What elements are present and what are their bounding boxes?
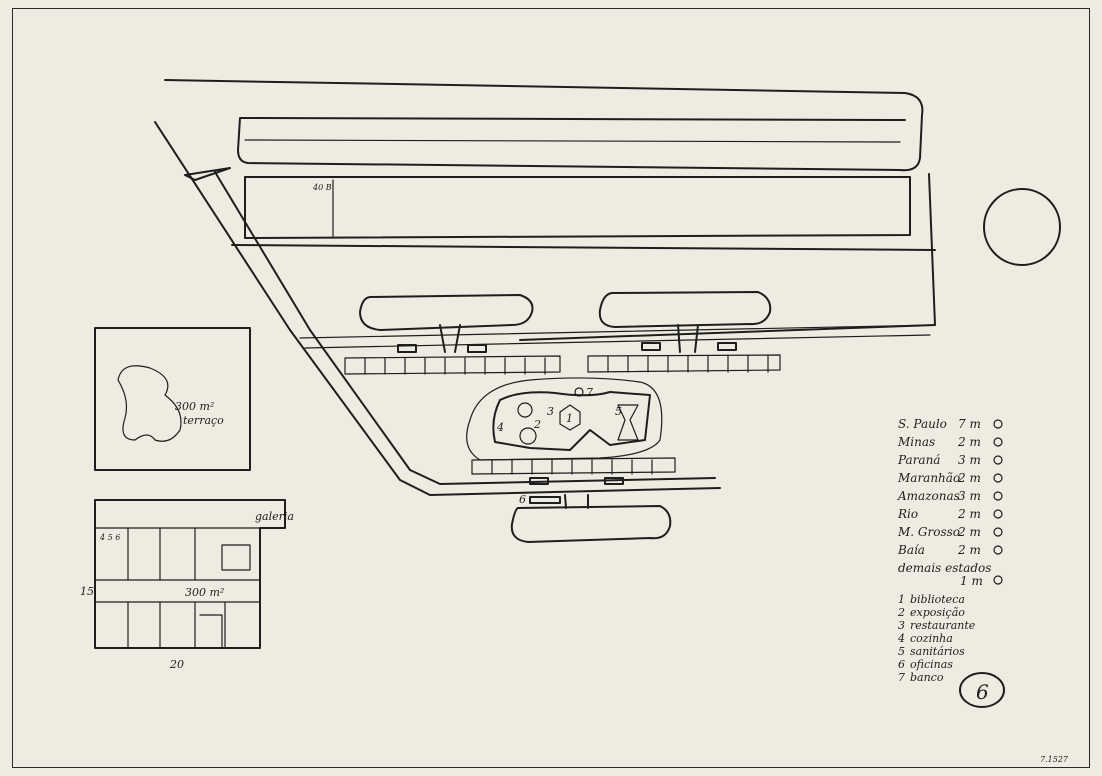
floor-area-label: 300 m² <box>185 586 224 599</box>
inset-terrace-sublabel: terraço <box>183 414 224 427</box>
state-marker-2 <box>993 455 1003 465</box>
state-marker-8 <box>993 575 1003 585</box>
exhibition-row-dividers <box>364 355 769 375</box>
exhibition-row-right <box>587 354 781 373</box>
main-axis-road <box>299 324 936 339</box>
inset-terrace-area: 300 m² <box>175 400 214 413</box>
complex-circle-2 <box>519 427 537 445</box>
state-size-1: 2 m <box>957 435 981 449</box>
state-name-3: Maranhão <box>897 471 960 485</box>
inset-terrace <box>94 327 251 471</box>
state-name-2: Paraná <box>897 453 940 467</box>
legend-text-3: cozinha <box>910 632 953 645</box>
state-marker-7 <box>993 545 1003 555</box>
legend-num-3: 4 <box>897 632 905 645</box>
bus-stop-right <box>641 342 737 351</box>
dim-bottom-label: 20 <box>169 658 184 671</box>
zone-7-label: 7 <box>586 386 593 399</box>
exhibition-row-lower-dividers <box>491 459 653 475</box>
second-building <box>244 176 911 239</box>
state-name-0: S. Paulo <box>898 417 947 431</box>
state-name-6: M. Grosso <box>897 525 960 539</box>
complex-hex <box>559 404 581 431</box>
state-name-8: demais estados <box>898 561 991 575</box>
right-service-road-inner <box>231 244 936 251</box>
road-entry <box>184 167 231 181</box>
state-marker-3 <box>993 473 1003 483</box>
inset-floorplan-rooms <box>94 527 261 649</box>
legend-num-0: 1 <box>898 593 905 606</box>
legend-num-4: 5 <box>898 645 905 658</box>
state-name-7: Baía <box>897 543 925 557</box>
sheet-number-circle <box>959 672 1005 708</box>
drawing-frame <box>12 8 1090 768</box>
complex-hourglass <box>617 404 639 441</box>
legend-text-4: sanitários <box>910 645 965 658</box>
dim-side-label: 15 <box>80 585 94 598</box>
lower-stop <box>529 477 624 504</box>
mini-label: 4 5 6 <box>99 533 120 542</box>
state-size-4: 3 m <box>958 489 981 503</box>
top-long-building <box>164 79 924 172</box>
pavilion-left-stem <box>439 324 461 353</box>
state-size-7: 2 m <box>957 543 981 557</box>
state-marker-0 <box>993 419 1003 429</box>
state-marker-6 <box>993 527 1003 537</box>
state-size-0: 7 m <box>958 417 981 431</box>
exhibition-row-lower <box>471 457 676 475</box>
state-name-4: Amazonas <box>897 489 960 503</box>
zone-2-label: 2 <box>533 418 541 431</box>
legend-num-5: 6 <box>898 658 905 671</box>
central-complex <box>492 391 651 451</box>
pavilion-right <box>598 291 772 328</box>
state-marker-1 <box>993 437 1003 447</box>
pavilion-left <box>359 294 534 331</box>
state-size-5: 2 m <box>957 507 981 521</box>
zone-4-label: 4 <box>496 421 504 434</box>
exhibition-row-left <box>344 355 561 375</box>
sheet-number: 6 <box>976 680 989 704</box>
state-size-8: 1 m <box>960 574 983 588</box>
corner-note: 7.1527 <box>1040 755 1069 764</box>
state-name-1: Minas <box>897 435 935 449</box>
pavilion-lower-stems <box>564 494 589 509</box>
legend-text-0: biblioteca <box>910 593 965 606</box>
legend-text-5: oficinas <box>910 658 953 671</box>
diagonal-road-inner <box>214 171 716 485</box>
top-long-building-inner <box>244 139 901 143</box>
zone-3-label: 3 <box>547 405 554 418</box>
diagonal-road <box>154 121 721 496</box>
circular-building <box>983 188 1061 266</box>
inset-terrace-outline <box>117 365 182 442</box>
complex-circle-1 <box>517 402 533 418</box>
state-marker-4 <box>993 491 1003 501</box>
legend-text-2: restaurante <box>910 619 976 632</box>
zone-1-label: 1 <box>566 412 573 425</box>
legend-num-6: 7 <box>898 671 905 684</box>
banco-circle <box>574 387 584 397</box>
bus-stop-left <box>397 344 487 353</box>
state-size-2: 3 m <box>958 453 981 467</box>
zone-5-label: 5 <box>615 405 622 418</box>
state-size-6: 2 m <box>957 525 981 539</box>
pavilion-lower <box>510 505 672 543</box>
legend-num-2: 3 <box>898 619 905 632</box>
legend-text-1: exposição <box>910 606 965 619</box>
zone-6-label: 6 <box>519 493 526 506</box>
gallery-label: galeria <box>255 510 294 523</box>
legend-text-6: banco <box>910 671 944 684</box>
pavilion-right-stem <box>677 324 699 353</box>
state-size-3: 2 m <box>957 471 981 485</box>
building-tag: 40 B <box>312 183 332 192</box>
state-name-5: Rio <box>897 507 918 521</box>
state-marker-5 <box>993 509 1003 519</box>
legend-num-1: 2 <box>897 606 905 619</box>
